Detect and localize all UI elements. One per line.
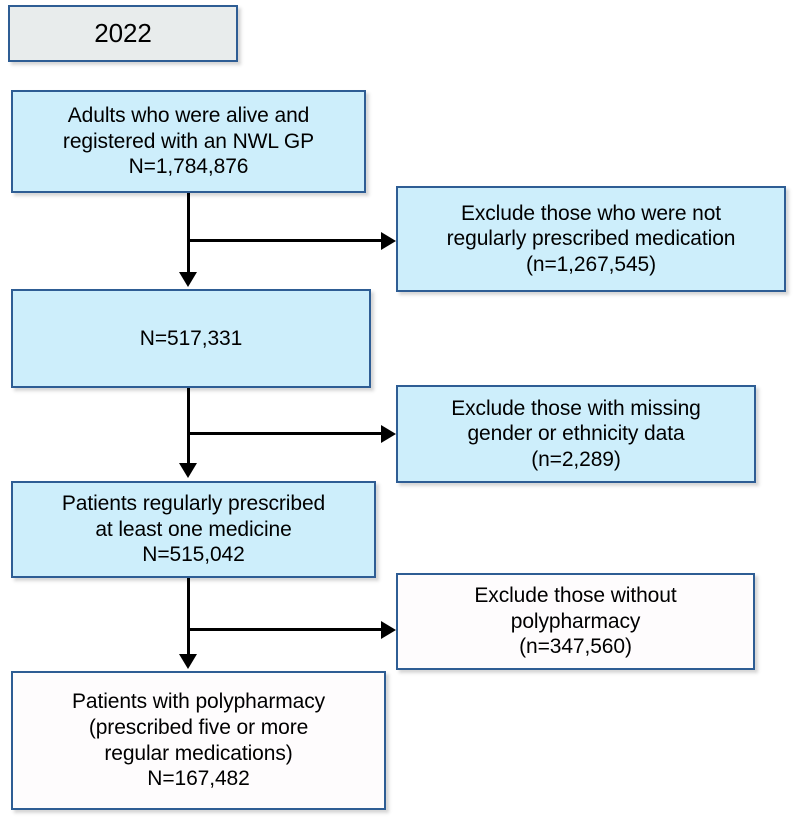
connector-1-branch-horizontal [188,239,383,242]
node-exclude-missing-data: Exclude those with missing gender or eth… [396,385,756,483]
node-polypharmacy-cohort-label: Patients with polypharmacy (prescribed f… [71,690,326,791]
connector-2-arrowhead-down [179,463,197,478]
connector-1-arrowhead-right [381,232,396,250]
connector-2-arrowhead-right [381,425,396,443]
connector-1-vertical [187,193,190,274]
connector-3-branch-horizontal [188,628,383,631]
node-exclude-no-polypharmacy: Exclude those without polypharmacy (n=34… [396,573,755,670]
node-regularly-prescribed-label: Patients regularly prescribed at least o… [61,492,326,567]
node-after-first-exclusion: N=517,331 [11,289,371,388]
node-cohort-source: Adults who were alive and registered wit… [11,90,366,193]
connector-3-vertical [187,578,190,656]
connector-1-arrowhead-down [179,272,197,287]
node-cohort-source-label: Adults who were alive and registered wit… [62,104,315,179]
connector-3-arrowhead-down [179,654,197,669]
node-exclude-missing-data-label: Exclude those with missing gender or eth… [451,396,701,471]
node-exclude-no-polypharmacy-label: Exclude those without polypharmacy (n=34… [474,584,677,659]
node-regularly-prescribed: Patients regularly prescribed at least o… [11,481,376,578]
node-after-first-exclusion-label: N=517,331 [139,326,243,350]
connector-2-vertical [187,388,190,465]
year-header-label: 2022 [94,17,152,48]
connector-3-arrowhead-right [381,621,396,639]
node-exclude-not-regular: Exclude those who were not regularly pre… [396,186,786,292]
connector-2-branch-horizontal [188,432,383,435]
node-polypharmacy-cohort: Patients with polypharmacy (prescribed f… [11,671,386,810]
year-header-box: 2022 [8,5,238,62]
node-exclude-not-regular-label: Exclude those who were not regularly pre… [446,201,736,276]
